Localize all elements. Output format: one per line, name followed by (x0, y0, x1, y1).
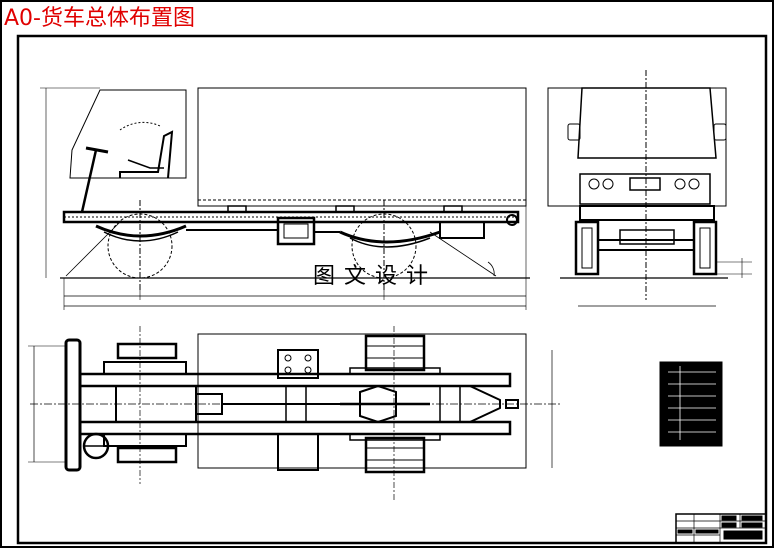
rear-right-tires (364, 436, 426, 474)
front-bumper (64, 338, 82, 472)
inner-border (16, 34, 768, 545)
fuel-tank-top (277, 433, 319, 471)
cargo-box (197, 87, 527, 207)
grille (579, 173, 711, 205)
side-view (40, 87, 530, 310)
legend-table (659, 361, 723, 447)
front-left-tire-top (116, 342, 178, 360)
differential (359, 384, 397, 424)
rear-left-tires (364, 334, 426, 372)
right-rail (78, 420, 512, 436)
cab-front (577, 87, 717, 159)
drawing-title: A0-货车总体布置图 (4, 6, 195, 31)
title-block (675, 513, 767, 544)
seat (119, 130, 174, 179)
top-view (28, 326, 560, 500)
front-view-box (547, 87, 727, 207)
cab-outline (69, 89, 187, 179)
front-right-tire (692, 220, 718, 276)
top-cargo-outline (197, 333, 527, 469)
fuel-tank (439, 221, 485, 239)
front-right-tire-top (116, 446, 178, 464)
left-rail (78, 372, 512, 388)
front-view (547, 70, 752, 307)
steering-column (80, 149, 98, 213)
battery-box (277, 349, 319, 379)
front-left-tire (574, 220, 600, 276)
watermark-text: 图文设计 (313, 264, 438, 289)
rear-leaf-spring (339, 230, 441, 244)
